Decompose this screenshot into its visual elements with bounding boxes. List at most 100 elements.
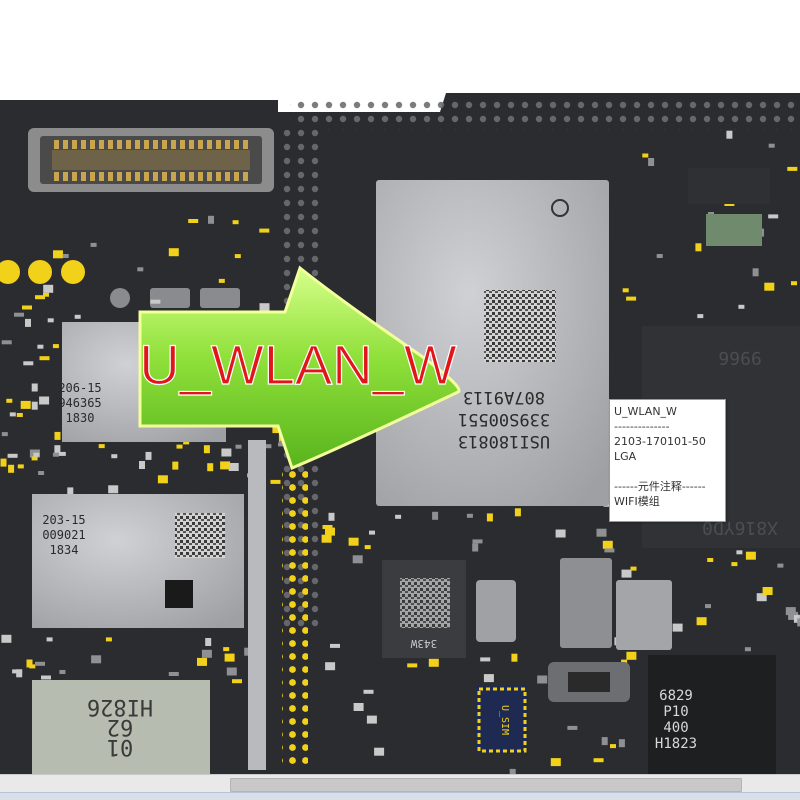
smd-part	[259, 303, 270, 312]
smd-part	[768, 214, 779, 219]
connector-pin	[207, 172, 212, 181]
smd-part	[226, 667, 237, 676]
smd-part	[325, 662, 336, 671]
smd-part	[486, 513, 493, 522]
smd-part	[791, 281, 797, 286]
smd-part	[366, 715, 377, 724]
connector-pin	[171, 172, 176, 181]
smd-part	[168, 248, 179, 257]
smd-part	[353, 703, 364, 711]
tooltip-notes-header: ------元件注释------	[614, 480, 706, 493]
smd-part	[35, 661, 45, 666]
smd-part	[22, 305, 32, 310]
smd-part	[234, 254, 241, 259]
smd-part	[1, 634, 12, 643]
smd-part	[328, 512, 335, 521]
smd-part	[466, 513, 473, 518]
chip-right-bottom-body	[648, 655, 776, 774]
yellow-pads-left	[0, 260, 240, 308]
module-green	[706, 214, 762, 246]
smd-part	[745, 551, 756, 560]
connector-pin	[108, 140, 113, 149]
smd-part	[111, 454, 118, 459]
connector-pin	[63, 172, 68, 181]
smd-part	[183, 440, 190, 445]
connector-pin	[171, 140, 176, 149]
chip-left-bottom-text: HI826	[87, 694, 153, 719]
smd-part	[369, 530, 375, 535]
smd-part	[705, 604, 711, 609]
chip-right-bottom-text: 6829	[659, 688, 693, 704]
component-label: U_WLAN_W	[139, 333, 457, 396]
smd-part	[272, 425, 283, 434]
smd-part	[483, 674, 494, 683]
smd-part	[622, 288, 629, 293]
smd-part	[221, 448, 232, 457]
scrollbar-thumb[interactable]	[230, 778, 742, 792]
connector-pin	[153, 140, 158, 149]
smd-part	[31, 383, 38, 392]
component-tooltip: U_WLAN_W -------------- 2103-170101-50 L…	[609, 399, 726, 522]
smd-part	[20, 400, 31, 409]
chip-left-bottom-text: 62	[107, 714, 134, 739]
smd-part	[52, 452, 59, 457]
chip-right-bottom-text: P10	[663, 704, 688, 720]
chip-left-strip	[248, 440, 266, 770]
smd-part	[695, 243, 702, 252]
smd-part	[793, 614, 800, 623]
smd-part	[53, 250, 63, 259]
chip-left-top-text: 946365	[58, 396, 101, 410]
connector-pin	[180, 140, 185, 149]
connector-pin	[198, 172, 203, 181]
smd-part	[39, 356, 50, 361]
chip-right-large-text: X816YD0	[702, 517, 778, 538]
smd-part	[0, 458, 7, 467]
smd-part	[8, 464, 15, 473]
smd-part	[224, 653, 235, 662]
smd-part	[261, 444, 272, 449]
smd-part	[43, 284, 54, 293]
chip-gray-right-b	[616, 580, 672, 650]
smd-part	[626, 296, 637, 301]
connector-pin	[72, 140, 77, 149]
connector-pin	[90, 140, 95, 149]
smd-part	[787, 166, 798, 171]
smd-part	[176, 444, 183, 449]
smd-part	[374, 747, 385, 756]
smd-part	[630, 566, 637, 571]
connector-pin	[99, 140, 104, 149]
smd-part	[736, 550, 743, 555]
smd-part	[764, 282, 775, 291]
smd-part	[596, 528, 607, 537]
chip-left-bottom-text: 01	[107, 734, 134, 759]
smd-part	[604, 548, 615, 553]
smd-part	[768, 143, 775, 148]
connector-pin	[54, 140, 59, 149]
smd-part	[555, 529, 566, 538]
smd-part	[54, 431, 61, 440]
smd-part	[55, 451, 66, 456]
chip-right-large-text: 9966	[718, 347, 761, 368]
chip-sim-text: U_SIM	[499, 705, 510, 735]
smd-part	[550, 758, 561, 767]
smd-part	[322, 525, 333, 529]
smd-part	[270, 479, 281, 484]
tooltip-package: LGA	[614, 450, 637, 463]
smd-part	[731, 562, 738, 567]
connector-pin	[216, 140, 221, 149]
smd-part	[777, 563, 784, 568]
smd-part	[726, 130, 733, 139]
smd-part	[98, 444, 105, 449]
connector-pin	[207, 140, 212, 149]
chip-left-mid-text: 203-15	[42, 513, 85, 527]
connector-pin	[216, 172, 221, 181]
connector-pin	[198, 140, 203, 149]
connector-pin	[225, 172, 230, 181]
smd-part	[201, 649, 212, 658]
via-field-top	[290, 100, 800, 130]
connector-pin	[180, 172, 185, 181]
connector-pin	[54, 172, 59, 181]
smd-part	[432, 511, 439, 520]
connector-pin	[126, 172, 131, 181]
